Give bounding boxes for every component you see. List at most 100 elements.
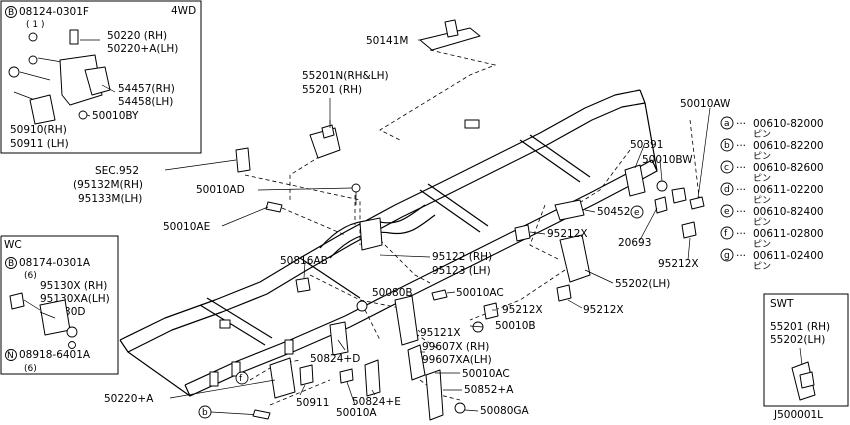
dash-95122 bbox=[379, 239, 431, 284]
left-rail-bottom bbox=[127, 102, 646, 353]
legend-e-unit: ピン bbox=[753, 217, 771, 228]
inset-4wd-border bbox=[0, 0, 202, 154]
dash-50080b bbox=[364, 309, 381, 341]
lead-50911 bbox=[299, 384, 306, 396]
dash-b-bottom bbox=[269, 379, 331, 406]
inset-4wd-lead-l3 bbox=[101, 84, 116, 93]
inset-swt-l2: 55202(LH) bbox=[770, 334, 825, 346]
inset-wc-nut bbox=[66, 326, 78, 338]
part-20693 bbox=[654, 196, 668, 214]
legend-f-circle bbox=[720, 226, 734, 240]
label-50080ga: 50080GA bbox=[480, 405, 530, 417]
inset-4wd-bolt-top bbox=[69, 29, 79, 45]
legend-f-key: f bbox=[724, 229, 728, 239]
rail-stub-3 bbox=[284, 339, 294, 355]
dash-sec952 bbox=[244, 174, 361, 245]
dash-50391 bbox=[559, 149, 631, 216]
nut-50080b bbox=[356, 300, 368, 312]
lead-95212x-c bbox=[687, 237, 691, 261]
crossmember-2 bbox=[299, 257, 361, 299]
inset-wc-nut-part: 08918-6401A bbox=[19, 349, 91, 361]
right-rail-bottom bbox=[189, 170, 658, 397]
legend-f-part: 00611-02800 bbox=[753, 228, 824, 240]
lead-50816ab bbox=[303, 261, 306, 279]
label-99607xa: 99607XA(LH) bbox=[422, 354, 492, 366]
lead-50010a bbox=[346, 381, 356, 406]
legend-b-unit: ピン bbox=[753, 151, 771, 162]
lead-50080ga bbox=[464, 409, 479, 412]
callout-markers: e f b bbox=[198, 205, 644, 420]
inset-wc-bolt-qty: (6) bbox=[24, 271, 37, 281]
lead-95212x-b bbox=[529, 231, 546, 235]
legend-b-circle bbox=[720, 138, 734, 152]
lead-50010ae bbox=[221, 206, 269, 227]
left-rail-top bbox=[119, 89, 641, 341]
bracket-sec952 bbox=[235, 147, 251, 173]
inset-swt-title: SWT bbox=[770, 298, 794, 310]
crossmember-3 bbox=[419, 189, 481, 233]
legend-b-key: b bbox=[724, 141, 730, 151]
label-95212x-c: 95212X bbox=[658, 258, 699, 270]
label-50010ac-1: 50010AC bbox=[456, 287, 504, 299]
inset-4wd-l4: 54458(LH) bbox=[118, 96, 173, 108]
plate-50852a bbox=[425, 369, 444, 421]
bracket-55202 bbox=[559, 234, 591, 283]
inset-wc-title: WC bbox=[4, 239, 22, 251]
center-bend-b bbox=[329, 214, 436, 259]
label-95122: 95122 (RH) bbox=[432, 251, 492, 263]
inset-4wd-lead-l5 bbox=[86, 114, 91, 117]
label-55201n: 55201N(RH&LH) bbox=[302, 70, 389, 82]
label-95212x-a: 95212X bbox=[502, 304, 543, 316]
inset-wc-lead-l3 bbox=[39, 311, 56, 319]
lead-95121x bbox=[417, 329, 421, 333]
leader-lines bbox=[164, 39, 711, 412]
inset-4wd-circle-b bbox=[28, 32, 38, 42]
inset-swt-lead bbox=[799, 347, 803, 366]
inset-wc-washer bbox=[68, 341, 76, 349]
lead-50391 bbox=[634, 142, 646, 169]
label-50141m: 50141M bbox=[366, 35, 408, 47]
lead-50010b bbox=[469, 325, 484, 328]
label-50824e: 50824+E bbox=[352, 396, 401, 408]
inset-wc-bolt bbox=[9, 292, 25, 310]
crossmember-4b bbox=[529, 134, 591, 178]
bracket-50391 bbox=[624, 164, 646, 197]
bracket-99607x bbox=[407, 344, 426, 381]
lead-95212x-d bbox=[567, 299, 583, 309]
legend-c-sep: ··· bbox=[736, 162, 746, 174]
part-labels: 50141M 55201N(RH&LH) 55201 (RH) SEC.952 … bbox=[73, 35, 823, 421]
bolt-b-bottom bbox=[252, 409, 271, 420]
label-50010ad: 50010AD bbox=[196, 184, 245, 196]
inset-4wd-bolt-part: 08124-0301F bbox=[19, 6, 89, 18]
inset-4wd-circle-c bbox=[28, 55, 38, 65]
grommet-50080ga bbox=[454, 402, 466, 414]
inset-4wd-l7: 50911 (LH) bbox=[10, 138, 69, 150]
label-50816ab: 50816AB bbox=[280, 255, 328, 267]
inset-wc-nut-circle-text: N bbox=[7, 351, 14, 361]
rail-stub-4 bbox=[219, 319, 231, 329]
legend-a-circle bbox=[720, 116, 734, 130]
crossmember-3b bbox=[427, 183, 489, 227]
legend-f-unit: ピン bbox=[753, 239, 771, 250]
inset-4wd-bolt-circle bbox=[5, 6, 17, 18]
label-50852a: 50852+A bbox=[464, 384, 514, 396]
legend-e-key: e bbox=[724, 207, 730, 217]
inset-4wd-bolt2 bbox=[19, 71, 51, 81]
legend-d-unit: ピン bbox=[753, 195, 771, 206]
label-50824d: 50824+D bbox=[310, 353, 360, 365]
legend-d-sep: ··· bbox=[736, 184, 746, 196]
inset-wc-nut-circle bbox=[5, 349, 17, 361]
legend-a-sep: ··· bbox=[736, 118, 746, 130]
legend-g-part: 00611-02400 bbox=[753, 250, 824, 262]
inset-4wd-l6: 50910(RH) bbox=[10, 124, 67, 136]
lead-50452 bbox=[584, 209, 596, 213]
bracket-50911 bbox=[299, 364, 314, 386]
label-95212x-b: 95212X bbox=[547, 228, 588, 240]
inset-wc-bolt-circle-text: B bbox=[8, 259, 14, 269]
inset-wc-nut-qty: (6) bbox=[24, 364, 37, 374]
inset-4wd-circle-a bbox=[8, 66, 20, 78]
legend-b-part: 00610-82200 bbox=[753, 140, 824, 152]
inset-4wd-bolt-qty: ( 1 ) bbox=[26, 20, 44, 30]
label-55201: 55201 (RH) bbox=[302, 84, 362, 96]
inset-wc-lead-bolt bbox=[23, 299, 41, 311]
